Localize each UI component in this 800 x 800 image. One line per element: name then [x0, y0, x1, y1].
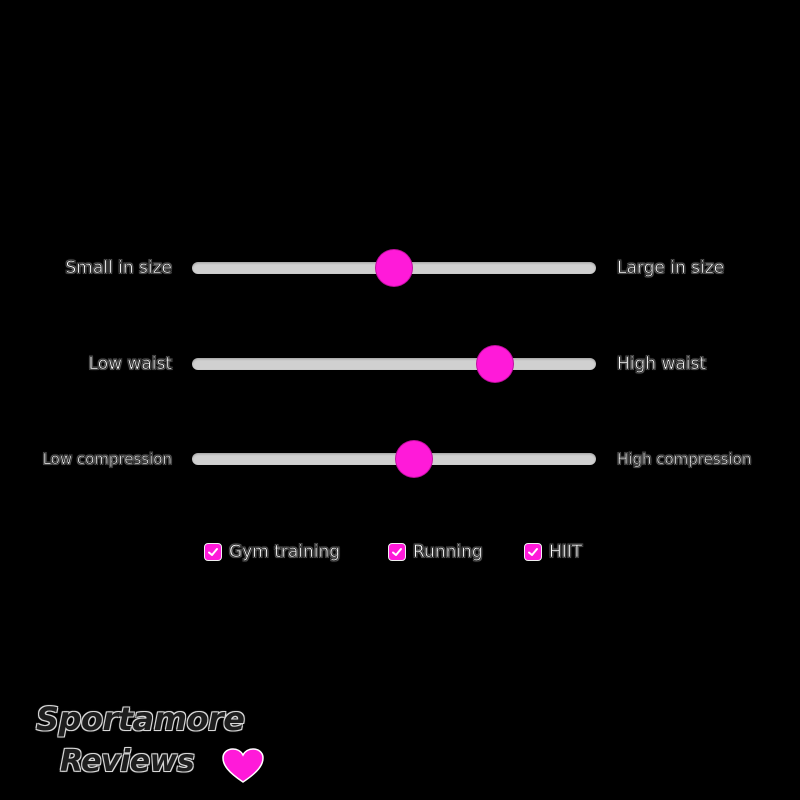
activity-checkbox-group: Gym training Running HIIT — [0, 538, 800, 566]
slider-compression-thumb[interactable] — [396, 441, 433, 477]
slider-waist-min-label: Low waist — [88, 354, 172, 375]
checkbox-gym-training-box[interactable] — [204, 543, 222, 561]
checkbox-hiit-box[interactable] — [524, 543, 542, 561]
sportamore-reviews-logo: Sportamore Reviews — [36, 700, 276, 790]
slider-waist-max-label: High waist — [617, 354, 707, 375]
slider-waist-track[interactable] — [192, 346, 596, 382]
slider-size-track[interactable] — [192, 250, 596, 286]
slider-row-waist: Low waist High waist — [0, 344, 800, 384]
checkbox-running[interactable]: Running — [388, 538, 483, 566]
slider-waist-thumb[interactable] — [477, 346, 513, 382]
checkbox-hiit[interactable]: HIIT — [524, 538, 583, 566]
slider-size-max-label: Large in size — [617, 258, 725, 279]
heart-icon — [222, 748, 264, 783]
slider-compression-min-label: Low compression — [42, 450, 172, 469]
checkbox-gym-training-label: Gym training — [229, 542, 341, 563]
slider-row-size: Small in size Large in size — [0, 248, 800, 288]
checkmark-icon — [528, 548, 538, 556]
checkbox-gym-training[interactable]: Gym training — [204, 538, 340, 566]
slider-compression-track[interactable] — [192, 441, 596, 477]
checkmark-icon — [392, 548, 402, 556]
slider-size-thumb[interactable] — [376, 250, 412, 286]
checkbox-hiit-label: HIIT — [549, 542, 583, 563]
slider-row-compression: Low compression High compression — [0, 439, 800, 479]
checkbox-running-box[interactable] — [388, 543, 406, 561]
logo-brand-text: Sportamore — [36, 700, 245, 738]
slider-size-min-label: Small in size — [65, 258, 172, 279]
logo-reviews-text: Reviews — [60, 744, 195, 779]
checkbox-running-label: Running — [413, 542, 483, 563]
checkmark-icon — [208, 548, 218, 556]
slider-compression-max-label: High compression — [617, 450, 752, 469]
